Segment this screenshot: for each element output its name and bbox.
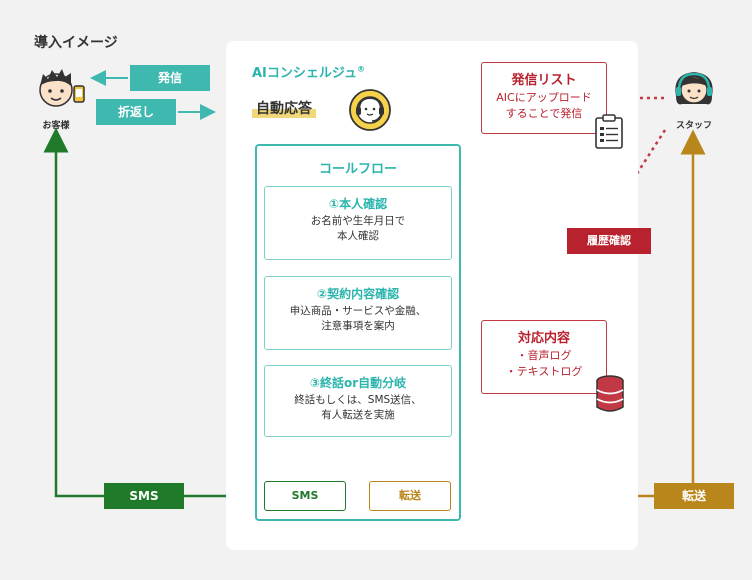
history-check-tag: 履歴確認 (567, 228, 651, 254)
response-content-box: 対応内容 ・音声ログ ・テキストログ (481, 320, 607, 394)
call-list-desc: AICにアップロード することで発信 (482, 90, 606, 122)
staff-headset-icon (675, 72, 713, 105)
response-content-title: 対応内容 (517, 331, 570, 346)
flow-step-title: ②契約内容確認 (316, 287, 400, 301)
call-list-desc-line: することで発信 (505, 107, 583, 120)
outgoing-call-tag: 発信 (130, 65, 210, 91)
customer-label: お客様 (42, 121, 70, 131)
database-icon (594, 374, 626, 418)
flow-step-desc-line: 申込商品・サービスや金融、 (289, 305, 427, 317)
flow-step-branch: ③終話or自動分岐 終話もしくは、SMS送信、 有人転送を実施 (264, 365, 452, 437)
auto-response-label: 自動応答 (252, 98, 316, 118)
callback-tag: 折返し (96, 99, 176, 125)
flow-step-desc-line: 本人確認 (337, 230, 379, 242)
flow-step-title: ③終話or自動分岐 (309, 376, 407, 390)
response-content-item: ・音声ログ (516, 349, 572, 362)
page-title: 導入イメージ (34, 35, 118, 51)
flow-step-desc-line: 有人転送を実施 (321, 409, 395, 421)
sms-tag: SMS (104, 483, 184, 509)
staff-avatar: スタッフ (666, 66, 722, 131)
flow-step-desc: 終話もしくは、SMS送信、 有人転送を実施 (265, 393, 451, 423)
sms-return-line (43, 127, 264, 498)
flow-step-contract: ②契約内容確認 申込商品・サービスや金融、 注意事項を案内 (264, 276, 452, 350)
response-content-list: ・音声ログ ・テキストログ (482, 348, 606, 380)
call-list-title: 発信リスト (511, 73, 577, 88)
brand-mark: ® (357, 64, 365, 74)
history-dots (541, 129, 667, 323)
staff-label: スタッフ (675, 121, 712, 131)
output-sms-box: SMS (264, 481, 346, 511)
flow-step-desc: お名前や生年月日で 本人確認 (265, 214, 451, 244)
operator-headset-icon (348, 88, 392, 136)
customer-face-icon (39, 69, 85, 107)
flow-step-desc-line: 終話もしくは、SMS送信、 (294, 394, 422, 406)
call-list-box: 発信リスト AICにアップロード することで発信 (481, 62, 607, 134)
brand-text: AIコンシェルジュ (252, 66, 357, 81)
flow-step-desc-line: 注意事項を案内 (321, 320, 395, 332)
response-content-item: ・テキストログ (505, 365, 583, 378)
flow-step-desc: 申込商品・サービスや金融、 注意事項を案内 (265, 304, 451, 334)
clipboard-icon (594, 114, 624, 154)
output-transfer-box: 転送 (369, 481, 451, 511)
customer-avatar: お客様 (34, 64, 92, 131)
flow-step-identity: ①本人確認 お名前や生年月日で 本人確認 (264, 186, 452, 260)
transfer-tag: 転送 (654, 483, 734, 509)
call-list-desc-line: AICにアップロード (496, 91, 592, 104)
brand-name: AIコンシェルジュ® (252, 62, 365, 81)
flow-step-desc-line: お名前や生年月日で (310, 215, 406, 227)
flow-step-title: ①本人確認 (328, 197, 388, 211)
call-flow-title: コールフロー (318, 162, 397, 177)
